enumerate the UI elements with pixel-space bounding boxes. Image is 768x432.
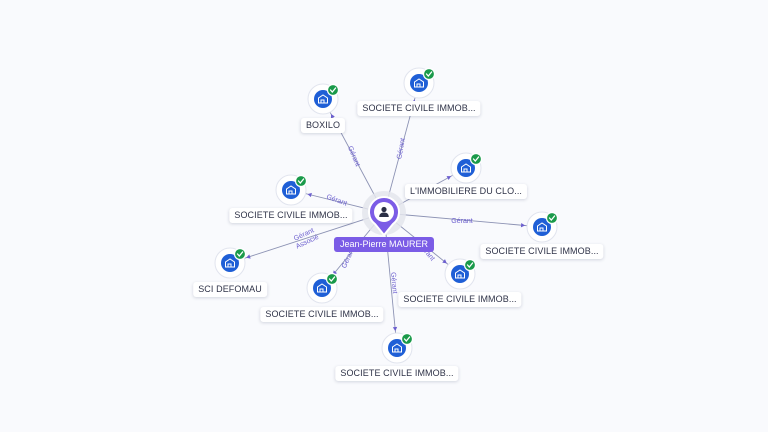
- building-icon: [537, 222, 547, 232]
- person-icon: [379, 206, 389, 217]
- building-icon: [414, 78, 424, 88]
- edge-label-sci-3: Gérant: [451, 218, 472, 225]
- edge-arrow-sci-2: [307, 192, 312, 198]
- verified-check-icon: [422, 67, 436, 81]
- edge-arrow-boxilo: [330, 113, 335, 119]
- company-node-sci-3[interactable]: [526, 211, 559, 243]
- building-icon: [317, 283, 327, 293]
- building-icon: [461, 163, 471, 173]
- company-label-sci-3[interactable]: SOCIETE CIVILE IMMOB...: [480, 244, 604, 259]
- edge-arrow-sci-4: [442, 259, 447, 264]
- edge-arrow-defomau: [246, 254, 251, 259]
- company-node-sci-2[interactable]: [275, 174, 308, 206]
- verified-check-icon: [233, 247, 247, 261]
- edge-arrow-sci-6: [392, 326, 398, 332]
- building-icon: [318, 94, 328, 104]
- company-node-defomau[interactable]: [214, 247, 247, 279]
- company-node-boxilo[interactable]: [307, 83, 340, 115]
- building-icon: [286, 185, 296, 195]
- edge-arrow-limmo: [446, 176, 452, 181]
- company-label-sci-4[interactable]: SOCIETE CIVILE IMMOB...: [398, 292, 522, 307]
- verified-check-icon: [325, 272, 339, 286]
- verified-check-icon: [294, 174, 308, 188]
- person-name-label[interactable]: Jean-Pierre MAURER: [333, 237, 435, 252]
- company-label-defomau[interactable]: SCI DEFOMAU: [193, 282, 267, 297]
- edge-label-boxilo: Gérant: [346, 145, 361, 167]
- edge-label-sci-6: Gérant: [389, 272, 398, 294]
- company-node-limmo[interactable]: [450, 152, 483, 184]
- edge-defomau: [229, 212, 385, 264]
- company-label-sci-5[interactable]: SOCIETE CIVILE IMMOB...: [260, 307, 384, 322]
- company-label-limmo[interactable]: L'IMMOBILIERE DU CLO...: [404, 184, 528, 199]
- company-node-sci-1[interactable]: [403, 67, 436, 99]
- building-icon: [455, 269, 465, 279]
- edge-sci-3: [383, 212, 543, 228]
- person-node[interactable]: [362, 191, 406, 237]
- company-label-sci-1[interactable]: SOCIETE CIVILE IMMOB...: [357, 101, 481, 116]
- company-node-sci-4[interactable]: [444, 258, 477, 290]
- edge-arrow-sci-3: [520, 222, 526, 228]
- edge-label-defomau: GérantAssocié: [292, 227, 321, 251]
- company-label-sci-2[interactable]: SOCIETE CIVILE IMMOB...: [229, 208, 353, 223]
- company-label-boxilo[interactable]: BOXILO: [300, 118, 346, 133]
- company-label-sci-6[interactable]: SOCIETE CIVILE IMMOB...: [335, 366, 459, 381]
- verified-check-icon: [545, 211, 559, 225]
- verified-check-icon: [463, 258, 477, 272]
- company-node-sci-5[interactable]: [306, 272, 339, 304]
- building-icon: [225, 258, 235, 268]
- edge-label-sci-2: Gérant: [325, 194, 348, 208]
- building-icon: [392, 343, 402, 353]
- edge-label-sci-1: Gérant: [396, 138, 407, 160]
- verified-check-icon: [469, 152, 483, 166]
- edge-sci-6: [383, 212, 398, 349]
- company-node-sci-6[interactable]: [381, 332, 414, 364]
- verified-check-icon: [326, 83, 340, 97]
- verified-check-icon: [400, 332, 414, 346]
